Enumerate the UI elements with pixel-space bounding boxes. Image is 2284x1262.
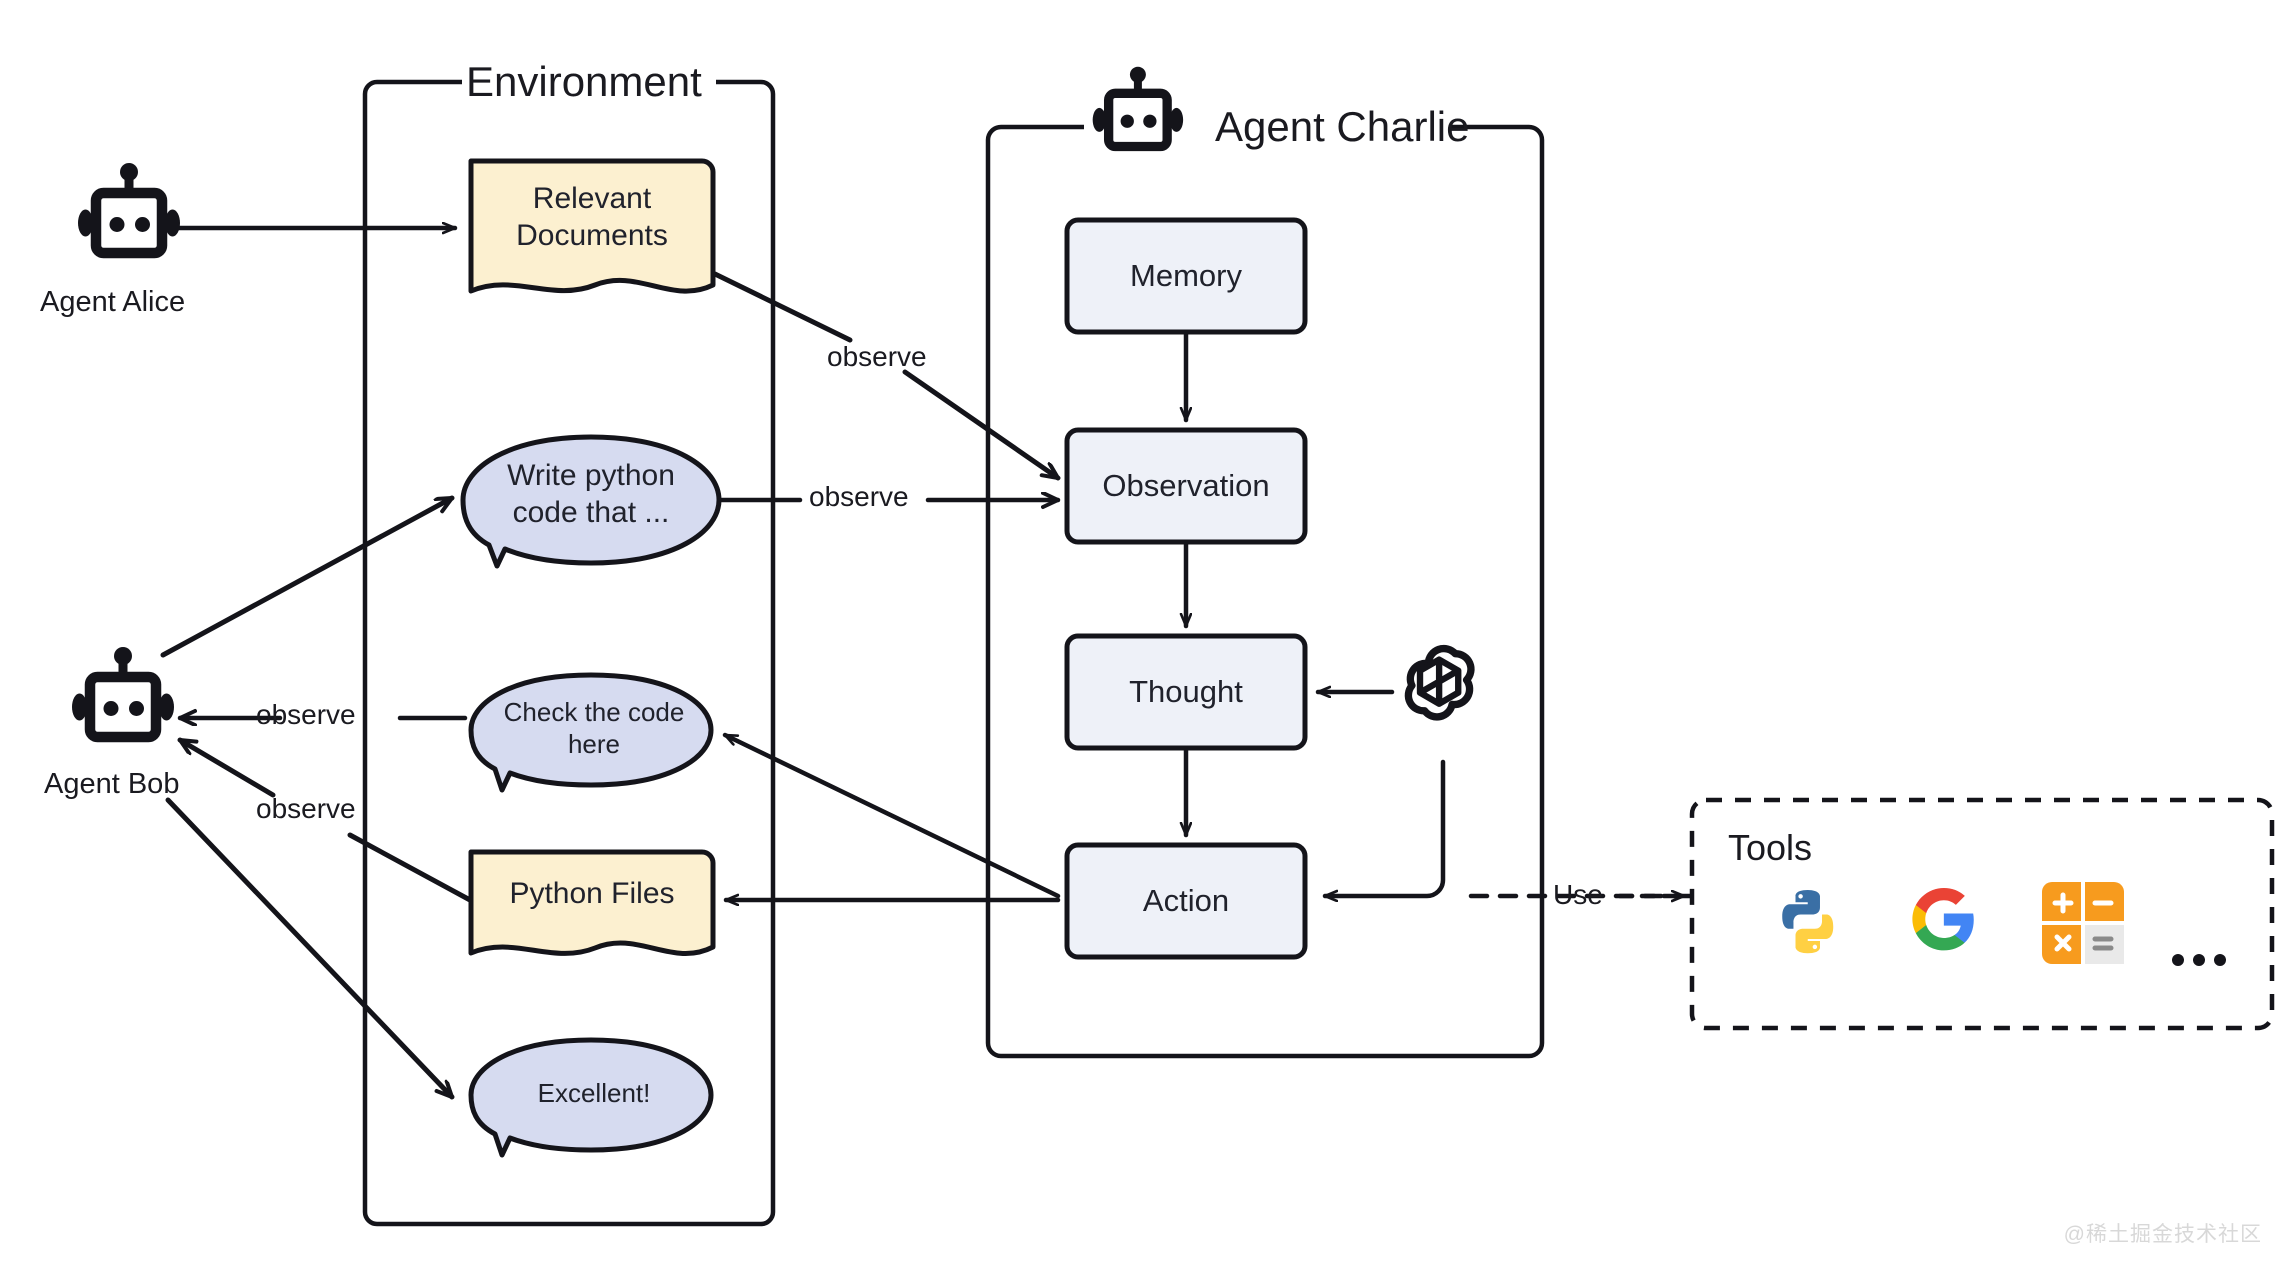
calculator-icon — [2042, 882, 2124, 964]
check-the-code-here-shape — [468, 672, 714, 793]
environment-container — [362, 79, 776, 1227]
edge-label-observe-prompt: observe — [809, 481, 909, 512]
relevant-documents-shape — [468, 158, 716, 294]
edge-label-use: Use — [1553, 879, 1603, 910]
edge-bob-to-excellent — [165, 797, 455, 1100]
agent-alice-label: Agent Alice — [40, 286, 186, 318]
python-files-shape — [468, 849, 716, 956]
robot-icon — [72, 647, 174, 743]
python-logo-icon — [1782, 890, 1834, 954]
memory-box — [1064, 217, 1308, 335]
edge-label-observe-files: observe — [256, 793, 356, 824]
watermark: @稀土掘金技术社区 — [2063, 1223, 2262, 1246]
tools-container — [1689, 797, 2275, 1031]
robot-icon — [78, 163, 180, 259]
agent-charlie-title: Agent Charlie — [1215, 103, 1470, 150]
edge-bob-to-prompt — [160, 495, 455, 658]
edge-action-to-check — [722, 732, 1061, 899]
agent-charlie-container — [985, 124, 1545, 1059]
action-box — [1064, 842, 1308, 960]
tools-title: Tools — [1728, 827, 1813, 868]
edge-label-observe-documents: observe — [827, 341, 927, 372]
observation-box — [1064, 427, 1308, 545]
edge-documents-to-observation — [712, 271, 853, 343]
edge-label-observe-check: observe — [256, 699, 356, 730]
write-python-code-shape — [460, 434, 722, 569]
thought-box — [1064, 633, 1308, 751]
environment-title: Environment — [466, 58, 702, 105]
agent-bob-label: Agent Bob — [44, 768, 180, 800]
openai-logo-icon — [1404, 644, 1475, 721]
excellent-shape — [468, 1037, 714, 1158]
robot-icon — [1092, 66, 1184, 152]
edge-files-to-bob — [347, 832, 473, 903]
more-tools-ellipsis — [2172, 954, 2226, 966]
edges — [160, 228, 1693, 1100]
edge-llm-to-action — [1322, 759, 1446, 896]
google-logo-icon — [1912, 888, 1974, 951]
